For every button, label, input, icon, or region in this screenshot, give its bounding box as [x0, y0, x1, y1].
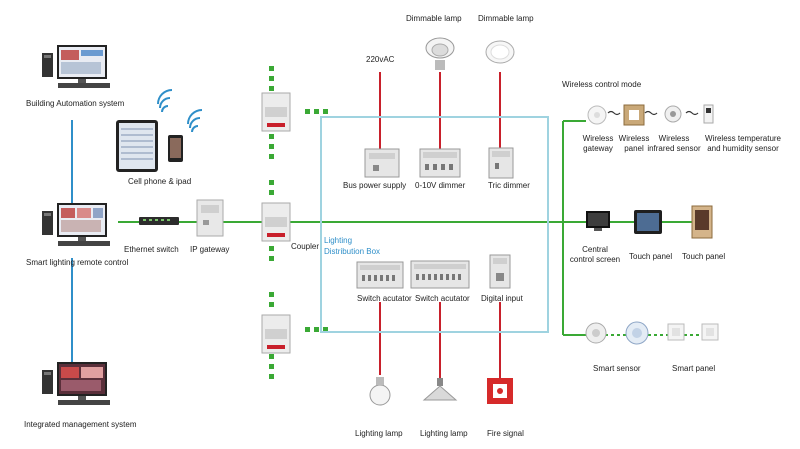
label-coupler: Coupler	[291, 242, 320, 251]
digital-input-module-icon	[489, 254, 511, 289]
sensor-icon	[625, 321, 649, 345]
desktop-computer-icon	[42, 203, 110, 246]
label-distribution-box-1: Lighting	[324, 236, 353, 245]
label-wireless-infrared-line1: Wireless	[658, 134, 690, 143]
label-smart-panel: Smart panel	[672, 364, 716, 373]
smart-panel-icon	[667, 323, 685, 341]
label-central-screen-line1: Central	[582, 245, 608, 254]
bus-power-supply-module-icon	[364, 148, 400, 178]
power-lines	[379, 72, 501, 378]
label-lighting-lamp-1: Lighting lamp	[355, 429, 403, 438]
screen-icon	[586, 211, 610, 231]
label-dimmable-lamp-1: Dimmable lamp	[406, 14, 462, 23]
label-integrated-management: Integrated management system	[24, 420, 137, 429]
label-central-screen: Central control screen	[566, 245, 624, 265]
label-smart-lighting: Smart lighting remote control	[26, 258, 129, 267]
wifi-signal-icon	[187, 109, 203, 133]
din-rail-module-icon	[261, 314, 291, 354]
sensor-icon	[587, 105, 607, 125]
sensor-icon	[703, 104, 714, 124]
label-wireless-gateway-line1: Wireless	[582, 134, 614, 143]
sensor-icon	[664, 105, 682, 123]
panel-light-icon	[485, 40, 515, 64]
lighting-distribution-box	[320, 116, 549, 333]
label-ip-gateway: IP gateway	[190, 245, 230, 254]
wifi-signal-icon	[157, 89, 173, 113]
label-smart-sensor: Smart sensor	[593, 364, 641, 373]
fire-alarm-icon	[487, 378, 513, 404]
wireless-panel-icon	[623, 104, 645, 126]
tablet-icon	[116, 120, 158, 172]
bus-lines	[118, 120, 692, 336]
label-wireless-gateway-line2: gateway	[583, 144, 613, 153]
din-rail-module-icon	[261, 92, 291, 132]
label-fire-signal: Fire signal	[487, 429, 524, 438]
label-touch-panel-1: Touch panel	[629, 252, 673, 261]
label-wireless-infrared-line2: infrared sensor	[647, 144, 701, 153]
label-0-10v-dimmer: 0-10V dimmer	[415, 181, 466, 190]
label-wireless-panel: Wireless panel	[614, 134, 654, 154]
bulb-icon	[369, 377, 391, 406]
label-wireless-temp-line2: and humidity sensor	[707, 144, 779, 153]
label-wireless-mode: Wireless control mode	[562, 80, 642, 89]
touch-panel-icon	[691, 205, 713, 239]
label-bus-power-supply: Bus power supply	[343, 181, 407, 190]
downlight-icon	[425, 37, 455, 70]
label-dimmable-lamp-2: Dimmable lamp	[478, 14, 534, 23]
wireless-links	[607, 110, 699, 116]
label-building-automation: Building Automation system	[26, 99, 125, 108]
label-wireless-panel-line2: panel	[624, 144, 644, 153]
label-cell-phone: Cell phone & ipad	[128, 177, 192, 186]
label-switch-actuator-2: Switch acutator	[415, 294, 470, 303]
din-rail-module-icon	[261, 202, 291, 242]
label-220vac: 220vAC	[366, 55, 395, 64]
highbay-lamp-icon	[422, 378, 458, 401]
label-distribution-box-2: Distribution Box	[324, 247, 381, 256]
ip-gateway-module-icon	[196, 199, 224, 237]
desktop-computer-icon	[42, 45, 110, 88]
label-wireless-temp-line1: Wireless temperature	[704, 134, 782, 143]
label-wireless-infrared: Wireless infrared sensor	[646, 134, 702, 154]
switch-actuator-module-icon	[410, 260, 470, 289]
label-wireless-gateway: Wireless gateway	[578, 134, 618, 154]
label-ethernet-switch: Ethernet switch	[124, 245, 179, 254]
bus-dots	[269, 66, 328, 379]
label-wireless-temp: Wireless temperature and humidity sensor	[703, 134, 783, 154]
label-central-screen-line2: control screen	[569, 255, 621, 264]
phone-icon	[168, 135, 183, 162]
desktop-computer-icon	[42, 362, 110, 405]
label-digital-input: Digital input	[481, 294, 523, 303]
touch-panel-icon	[634, 210, 662, 234]
sensor-icon	[585, 322, 607, 344]
label-lighting-lamp-2: Lighting lamp	[420, 429, 468, 438]
dimmer-module-icon	[488, 147, 514, 179]
dimmer-module-icon	[419, 148, 461, 178]
smart-panel-icon	[701, 323, 719, 341]
label-touch-panel-2: Touch panel	[682, 252, 726, 261]
label-tric-dimmer: Tric dimmer	[488, 181, 530, 190]
label-wireless-panel-line1: Wireless	[618, 134, 650, 143]
switch-actuator-module-icon	[356, 261, 404, 289]
label-switch-actuator-1: Switch acutator	[357, 294, 412, 303]
network-switch-icon	[139, 217, 179, 225]
